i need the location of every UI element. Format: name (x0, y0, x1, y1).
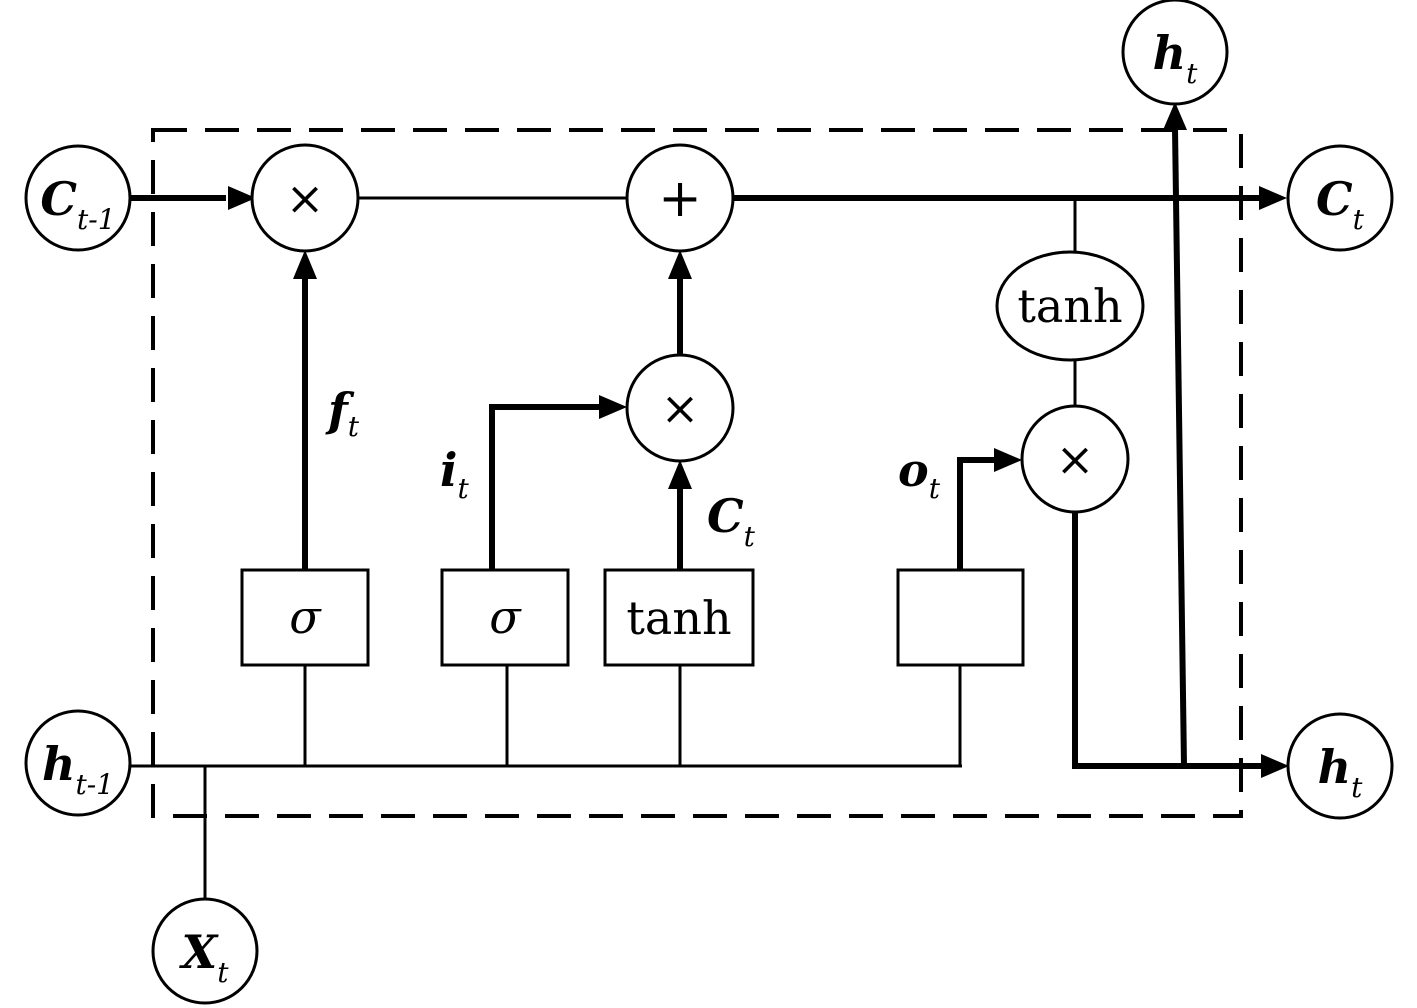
forget-gate-box: σ (240, 568, 370, 667)
c-out-sub: t (1353, 203, 1365, 236)
input-to-add-arrowhead (668, 250, 692, 279)
output-multiply-symbol: × (1056, 432, 1095, 486)
output-gate-box (896, 568, 1025, 667)
forget-multiply-symbol: × (286, 171, 325, 225)
node-h-prev: ht-1 (24, 709, 132, 817)
cell-state-in-arrowhead (228, 186, 256, 210)
candidate-arrowhead (668, 460, 692, 489)
output-gate-line (957, 457, 995, 570)
forget-gate-label: σ (289, 590, 322, 644)
c-prev-sub: t-1 (77, 203, 116, 236)
input-gate-line (489, 404, 600, 570)
svg-text:Ct-1: Ct-1 (40, 172, 115, 236)
svg-text:Ct: Ct (1316, 172, 1365, 236)
forget-signal-label: ft (325, 383, 360, 443)
h-prev-main: h (42, 737, 75, 791)
h-out-right-sub: t (1351, 771, 1363, 804)
input-signal-label: it (440, 443, 469, 505)
cell-tanh-label: tanh (1017, 279, 1122, 333)
c-out-main: C (1316, 172, 1353, 226)
c-prev-main: C (40, 172, 77, 226)
input-gate-box: σ (440, 568, 570, 667)
svg-text:Xt: Xt (179, 925, 230, 989)
svg-text:ht: ht (1153, 26, 1198, 90)
hidden-up-line (1172, 127, 1187, 767)
add-op: + (625, 143, 735, 253)
input-gate-label: σ (489, 590, 522, 644)
cell-state-out-arrowhead (1259, 186, 1287, 210)
h-out-top-main: h (1153, 26, 1186, 80)
connections (131, 102, 1289, 898)
node-c-out: Ct (1286, 144, 1394, 252)
hidden-out-arrowhead (1261, 754, 1289, 778)
h-prev-sub: t-1 (75, 768, 114, 801)
candidate-signal-label: Ct (707, 489, 756, 553)
node-x-input: Xt (151, 897, 259, 1005)
h-out-top-sub: t (1186, 57, 1198, 90)
candidate-box: tanh (603, 568, 755, 667)
x-main: X (179, 925, 220, 979)
h-out-right-main: h (1318, 740, 1351, 794)
forget-gate-arrowhead (293, 250, 317, 279)
node-h-out-top: ht (1121, 0, 1229, 106)
add-symbol: + (658, 169, 702, 229)
hidden-out-line (1072, 512, 1262, 769)
node-c-prev: Ct-1 (24, 144, 132, 252)
output-multiply-op: × (1020, 404, 1130, 514)
x-sub: t (217, 956, 229, 989)
forget-multiply-op: × (250, 143, 360, 253)
candidate-label: tanh (626, 591, 731, 645)
node-h-out-right: ht (1286, 712, 1394, 820)
input-multiply-op: × (625, 353, 735, 463)
svg-text:ht-1: ht-1 (42, 737, 114, 801)
input-gate-arrowhead (599, 395, 627, 419)
cell-tanh-ellipse: tanh (995, 250, 1145, 362)
output-gate-arrowhead (994, 448, 1022, 472)
output-signal-label: ot (898, 443, 941, 505)
input-multiply-symbol: × (661, 381, 700, 435)
hidden-up-arrowhead (1163, 102, 1187, 130)
svg-text:ht: ht (1318, 740, 1363, 804)
cell-boundary (151, 128, 1243, 818)
